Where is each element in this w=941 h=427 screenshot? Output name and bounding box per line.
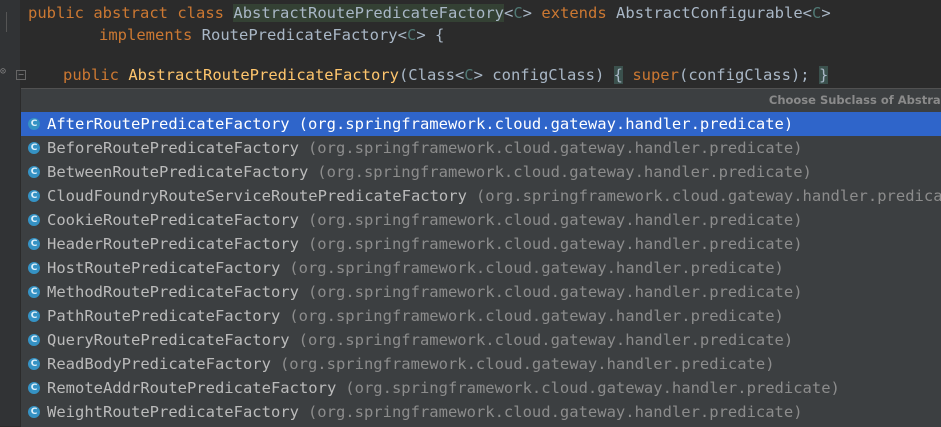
- class-icon: C: [28, 382, 40, 394]
- constructor-params: (Class<: [398, 66, 465, 84]
- subclass-list-item[interactable]: C BeforeRoutePredicateFactory (org.springf…: [21, 136, 941, 160]
- code-line-constructor: public AbstractRoutePredicateFactory(Cla…: [63, 64, 829, 86]
- type-parameter: C: [812, 4, 822, 22]
- generic-bracket: <: [503, 4, 514, 22]
- class-name[interactable]: AbstractRoutePredicateFactory: [233, 4, 504, 22]
- subclass-package: (org.springframework.cloud.gateway.handl…: [307, 403, 803, 421]
- subclass-list[interactable]: C AfterRoutePredicateFactory (org.springfr…: [21, 112, 941, 424]
- class-icon: C: [28, 334, 40, 346]
- constructor-name[interactable]: AbstractRoutePredicateFactory: [128, 66, 399, 84]
- keyword: public: [28, 4, 84, 22]
- subclass-package: (org.springframework.cloud.gateway.handl…: [307, 211, 803, 229]
- subclass-list-item[interactable]: C CloudFoundryRouteServiceRoutePredicateF…: [21, 184, 941, 208]
- subclass-list-item[interactable]: C BetweenRoutePredicateFactory (org.spring…: [21, 160, 941, 184]
- class-icon: C: [28, 358, 40, 370]
- subclass-package: (org.springframework.cloud.gateway.handl…: [298, 331, 794, 349]
- keyword: extends: [541, 4, 607, 22]
- type-parameter: C: [513, 4, 523, 22]
- brace: }: [818, 66, 829, 84]
- subclass-name: CookieRoutePredicateFactory: [47, 211, 299, 229]
- class-icon: C: [28, 406, 40, 418]
- generic-bracket: >: [522, 4, 533, 22]
- subclass-package: (org.springframework.cloud.gateway.handl…: [307, 235, 803, 253]
- popup-title: Choose Subclass of Abstract: [21, 89, 941, 111]
- class-icon: C: [28, 214, 40, 226]
- subclass-name: CloudFoundryRouteServiceRoutePredicateFa…: [47, 187, 467, 205]
- subclass-package: (org.springframework.cloud.gateway.handl…: [289, 307, 784, 325]
- subclass-list-item[interactable]: C QueryRoutePredicateFactory (org.springfr…: [21, 328, 941, 352]
- class-icon: C: [28, 142, 40, 154]
- code-line-implements: implements RoutePredicateFactory<C> {: [99, 24, 444, 46]
- super-call-args: (configClass);: [678, 66, 819, 84]
- subclass-name: PathRoutePredicateFactory: [47, 307, 281, 325]
- subclass-list-item[interactable]: C RemoteAddrRoutePredicateFactory (org.spr…: [21, 376, 941, 400]
- class-icon: C: [28, 262, 40, 274]
- gutter-line-marker: [6, 12, 7, 32]
- override-gutter-icon[interactable]: ⊙: [0, 66, 7, 77]
- subclass-name: RemoteAddrRoutePredicateFactory: [47, 379, 337, 397]
- class-icon: C: [28, 190, 40, 202]
- choose-subclass-popup[interactable]: Choose Subclass of Abstract C AfterRouteP…: [21, 88, 941, 427]
- popup-title-text: Choose Subclass of Abstract: [768, 93, 941, 107]
- editor-gutter: ⊙: [0, 0, 20, 426]
- fold-minus-icon[interactable]: −: [16, 70, 26, 80]
- subclass-package: (org.springframework.cloud.gateway.handl…: [289, 259, 784, 277]
- subclass-name: WeightRoutePredicateFactory: [47, 403, 299, 421]
- class-icon: C: [28, 286, 40, 298]
- subclass-package: (org.springframework.cloud.gateway.handl…: [307, 283, 803, 301]
- subclass-package: (org.springframework.cloud.gateway.handl…: [279, 355, 775, 373]
- subclass-list-item[interactable]: C PathRoutePredicateFactory (org.springfra…: [21, 304, 941, 328]
- interface-name[interactable]: RoutePredicateFactory: [201, 26, 398, 44]
- type-parameter: C: [464, 66, 474, 84]
- subclass-name: HeaderRoutePredicateFactory: [47, 235, 299, 253]
- class-icon: C: [28, 118, 40, 130]
- class-icon: C: [28, 238, 40, 250]
- subclass-list-item[interactable]: C HeaderRoutePredicateFactory (org.springf…: [21, 232, 941, 256]
- keyword: public: [63, 66, 119, 84]
- subclass-package: (org.springframework.cloud.gateway.handl…: [298, 115, 794, 133]
- class-icon: C: [28, 310, 40, 322]
- keyword: super: [632, 66, 679, 84]
- subclass-name: AfterRoutePredicateFactory: [47, 115, 290, 133]
- subclass-name: BetweenRoutePredicateFactory: [47, 163, 309, 181]
- subclass-list-item[interactable]: C CookieRoutePredicateFactory (org.springf…: [21, 208, 941, 232]
- code-line-class-declaration: public abstract class AbstractRoutePredi…: [28, 2, 831, 24]
- subclass-list-item[interactable]: C HostRoutePredicateFactory (org.springfra…: [21, 256, 941, 280]
- subclass-name: ReadBodyPredicateFactory: [47, 355, 271, 373]
- generic-bracket: > {: [416, 26, 445, 44]
- keyword: implements: [99, 26, 193, 44]
- subclass-list-item[interactable]: C ReadBodyPredicateFactory (org.springfram…: [21, 352, 941, 376]
- subclass-package: (org.springframework.cloud.gateway.handl…: [317, 163, 812, 181]
- subclass-name: BeforeRoutePredicateFactory: [47, 139, 299, 157]
- keyword: class: [177, 4, 225, 22]
- brace: {: [613, 66, 623, 84]
- subclass-name: HostRoutePredicateFactory: [47, 259, 281, 277]
- generic-bracket: <: [397, 26, 407, 44]
- subclass-list-item[interactable]: C AfterRoutePredicateFactory (org.springfr…: [21, 112, 941, 136]
- subclass-package: (org.springframework.cloud.gateway.handl…: [345, 379, 840, 397]
- class-icon: C: [28, 166, 40, 178]
- subclass-name: QueryRoutePredicateFactory: [47, 331, 290, 349]
- subclass-package: (org.springframework.cloud.gateway.handl…: [475, 187, 941, 205]
- constructor-params: > configClass): [473, 66, 614, 84]
- generic-bracket: >: [821, 4, 831, 22]
- subclass-name: MethodRoutePredicateFactory: [47, 283, 299, 301]
- keyword: abstract: [93, 4, 168, 22]
- subclass-list-item[interactable]: C WeightRoutePredicateFactory (org.springf…: [21, 400, 941, 424]
- type-parameter: C: [406, 26, 417, 44]
- superclass-name[interactable]: AbstractConfigurable: [616, 4, 803, 22]
- generic-bracket: <: [802, 4, 813, 22]
- subclass-list-item[interactable]: C MethodRoutePredicateFactory (org.springf…: [21, 280, 941, 304]
- subclass-package: (org.springframework.cloud.gateway.handl…: [307, 139, 803, 157]
